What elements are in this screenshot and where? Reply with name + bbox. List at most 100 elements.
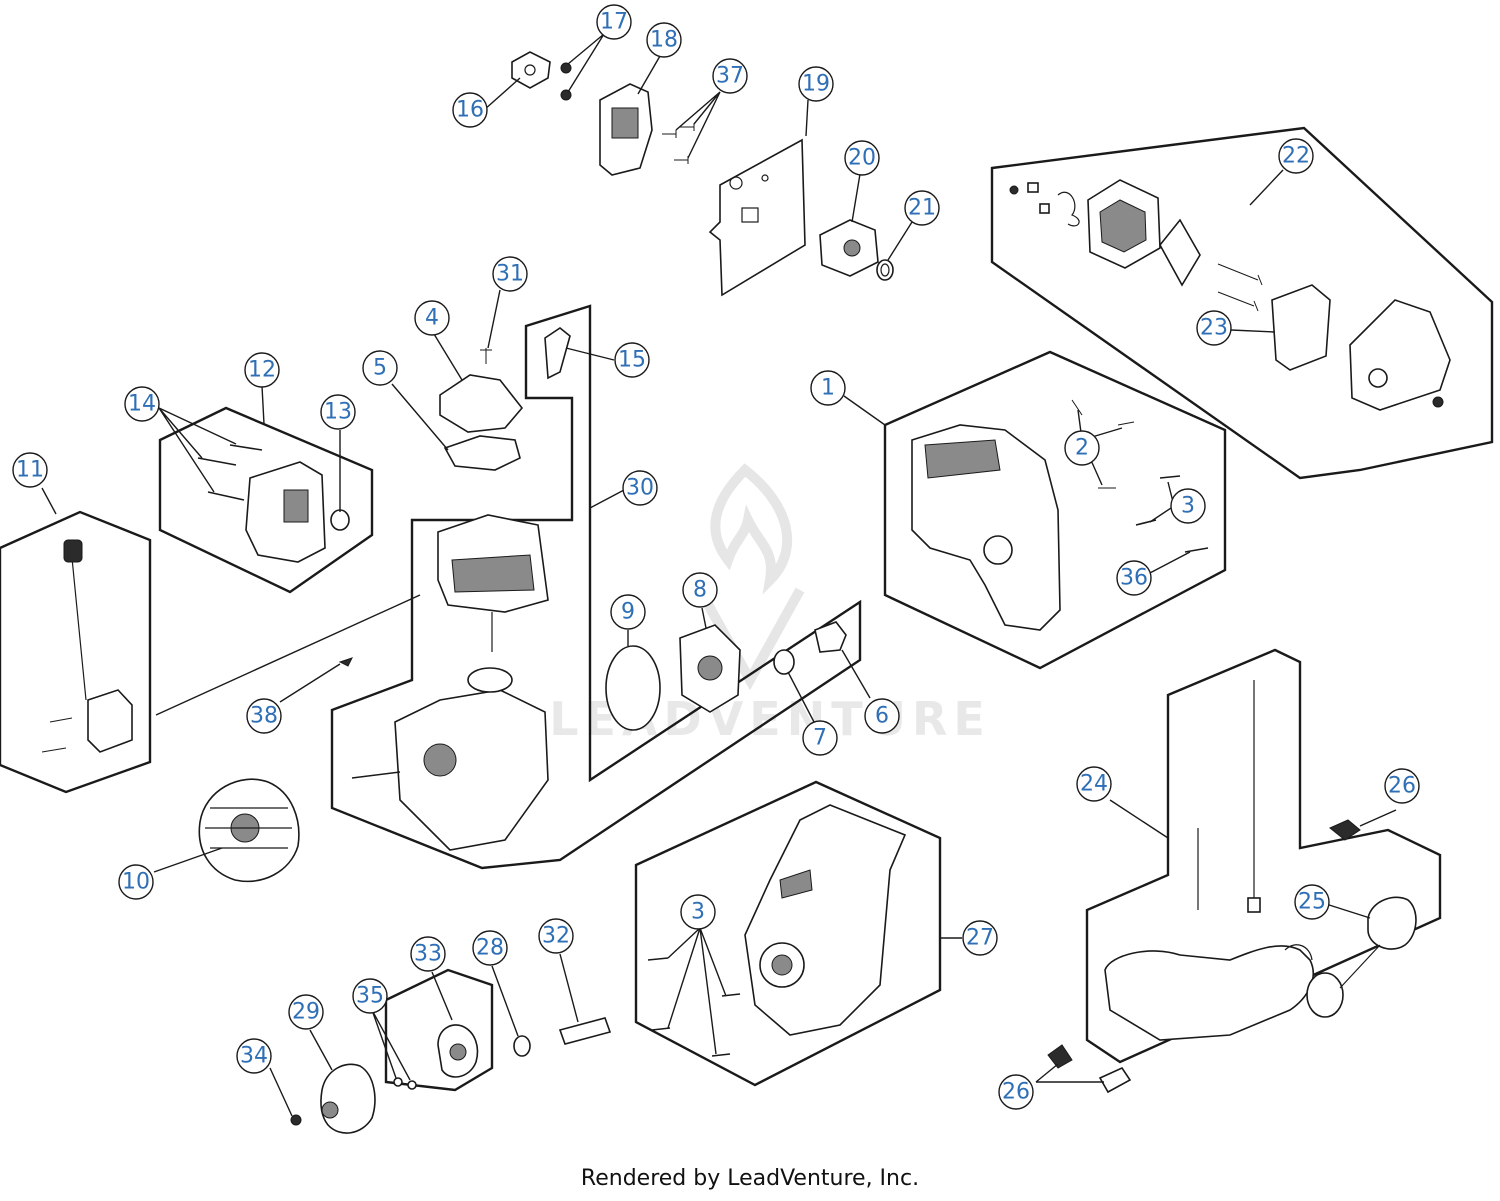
callouts: 1233456789101112131415161718192021222324… — [12, 4, 1420, 1110]
leader-22 — [1249, 169, 1284, 206]
callout-label-16: 16 — [456, 98, 484, 123]
part-24-filter — [1247, 897, 1261, 913]
callout-circle-25 — [1294, 884, 1330, 920]
group-24-outline — [1085, 648, 1442, 1064]
callout-circle-17 — [596, 4, 632, 40]
part-14-screw-b — [197, 457, 237, 466]
leader-18 — [637, 55, 661, 95]
part-22-nut — [1009, 185, 1019, 195]
part-19-window — [741, 207, 759, 223]
callout-circle-14 — [124, 386, 160, 422]
part-30-bearing — [423, 743, 457, 777]
part-34-screw — [290, 1114, 302, 1126]
part-27-handle — [779, 869, 813, 899]
part-7-seal — [773, 649, 795, 675]
watermark-flame-icon — [710, 463, 793, 595]
part-24-fuel-tank — [1104, 945, 1315, 1041]
callout-circle-32 — [538, 918, 574, 954]
callout-label-15: 15 — [618, 348, 646, 373]
leader-26-b — [1035, 1063, 1104, 1083]
part-13-ring — [330, 509, 350, 531]
leader-6 — [841, 649, 871, 699]
part-1-boss — [983, 535, 1013, 565]
part-20-bore — [843, 239, 861, 257]
group-outlines — [0, 126, 1494, 1092]
leader-17 — [567, 33, 605, 93]
leader-3 — [1149, 481, 1175, 523]
callout-label-21: 21 — [908, 196, 936, 221]
part-25-cap-gasket — [1306, 972, 1344, 1018]
callout-label-24: 24 — [1080, 772, 1108, 797]
callout-label-13: 13 — [324, 400, 352, 425]
footer-credit: Rendered by LeadVenture, Inc. — [580, 1166, 920, 1191]
callout-circle-29 — [288, 994, 324, 1030]
callout-label-30: 30 — [626, 476, 654, 501]
callout-circle-31 — [492, 256, 528, 292]
group-33-outline — [384, 968, 494, 1092]
callout-circle-23 — [1196, 310, 1232, 346]
part-3-screw-a — [1159, 475, 1181, 479]
callout-label-22: 22 — [1282, 144, 1310, 169]
callout-circle-33 — [410, 936, 446, 972]
leader-19 — [805, 99, 809, 137]
callout-label-35: 35 — [356, 984, 384, 1009]
part-37-screw-a — [662, 130, 677, 138]
callout-label-12: 12 — [248, 358, 276, 383]
part-21-o-ring — [876, 259, 894, 281]
callout-circle-30 — [622, 470, 658, 506]
callout-circle-10 — [118, 864, 154, 900]
callout-circle-5 — [362, 350, 398, 386]
part-27-pulley-hub — [771, 954, 793, 976]
leader-1 — [843, 395, 886, 426]
callout-circle-34 — [236, 1038, 272, 1074]
part-16-gasket-plate — [511, 51, 551, 89]
callout-circle-7 — [802, 720, 838, 756]
part-25-tether — [1339, 944, 1381, 989]
callout-label-38: 38 — [250, 704, 278, 729]
callout-circle-3 — [1170, 488, 1206, 524]
callout-circle-13 — [320, 394, 356, 430]
leader-lines — [41, 33, 1397, 1117]
part-3-starter-screw-c — [651, 1027, 671, 1031]
part-2-screw-a — [1071, 399, 1083, 416]
part-36-screw — [1184, 547, 1209, 553]
part-38-key — [338, 657, 353, 667]
callout-label-36: 36 — [1120, 566, 1148, 591]
leader-28 — [491, 965, 519, 1037]
callout-circle-35 — [352, 978, 388, 1014]
callout-circle-19 — [798, 66, 834, 102]
part-22-cover-screw — [1432, 396, 1444, 408]
callout-circle-22 — [1278, 138, 1314, 174]
part-22-choke-lever — [1057, 191, 1080, 227]
callout-label-3: 3 — [1181, 494, 1195, 519]
callout-circle-15 — [614, 342, 650, 378]
part-19-hole-a — [729, 176, 743, 190]
part-29-clutch-drum — [320, 1063, 376, 1134]
callout-circle-37 — [712, 58, 748, 94]
callout-label-34: 34 — [240, 1044, 268, 1069]
callout-circle-27 — [962, 920, 998, 956]
part-12-port — [283, 489, 309, 523]
group-27-outline — [634, 780, 942, 1087]
leader-20 — [851, 173, 861, 223]
callout-label-11: 11 — [16, 458, 44, 483]
leader-24 — [1109, 799, 1169, 839]
part-26-grommet-b — [1047, 1044, 1073, 1069]
leader-26-a — [1359, 809, 1397, 827]
part-37-screw-c — [674, 156, 689, 164]
leader-25 — [1325, 903, 1371, 919]
part-22-filter-base-inner — [1099, 199, 1147, 253]
part-6-bushing — [814, 621, 847, 653]
part-30-piston — [467, 667, 513, 693]
callout-label-32: 32 — [542, 924, 570, 949]
part-22-screw-a — [1217, 263, 1263, 286]
callout-label-19: 19 — [802, 72, 830, 97]
group-1-outline — [883, 350, 1227, 670]
part-21-o-ring-inner — [880, 263, 890, 277]
leader-3-starter — [667, 927, 727, 1055]
part-22-filter-cover — [1349, 299, 1451, 411]
leader-36 — [1147, 551, 1191, 575]
leader-14 — [158, 407, 237, 493]
part-1-fins — [924, 439, 1001, 479]
watermark-v-icon — [695, 587, 805, 691]
